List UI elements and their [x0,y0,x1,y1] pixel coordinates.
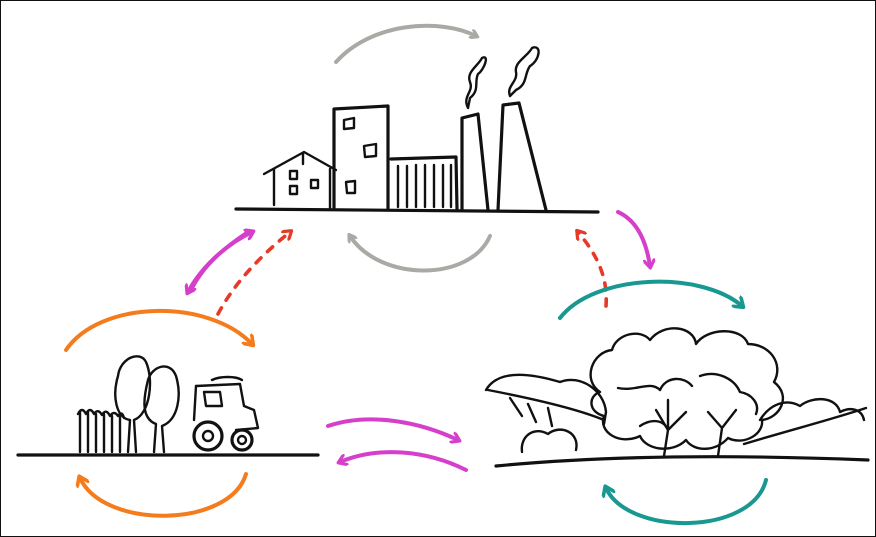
industry-cycle-top-arrow [336,26,476,62]
tractor-icon [194,377,258,450]
forest-ground-line [496,457,868,466]
smokestack-icon [462,103,546,210]
agriculture-cycle-bottom-arrow [80,474,246,516]
crop-icon [78,410,124,452]
forest-cycle-bottom-arrow [606,480,766,523]
industry-cycle-arrows [336,26,490,271]
smoke-icon [466,47,538,108]
industry-ground-line [236,209,598,212]
industry-node [236,26,650,306]
industry-cycle-bottom-arrow [350,236,490,271]
forest-node [486,282,868,523]
house-icon [264,152,336,208]
forest-cycle-top-arrow [560,282,742,318]
office-building-icon [334,106,388,209]
agriculture-node [18,232,318,516]
agriculture-to-forest-arrow [328,419,458,440]
agriculture-cycle-top-arrow [66,311,252,350]
warehouse-icon [391,157,457,209]
forest-to-agriculture-arrow [340,452,466,470]
tree-canopy-icon [591,328,783,456]
exchange-arrows [328,419,466,470]
industry-to-agriculture-arrow [192,232,252,288]
industry-to-forest-arrow [618,212,650,266]
tree-icon [115,356,178,452]
shrub-icon [486,375,864,452]
